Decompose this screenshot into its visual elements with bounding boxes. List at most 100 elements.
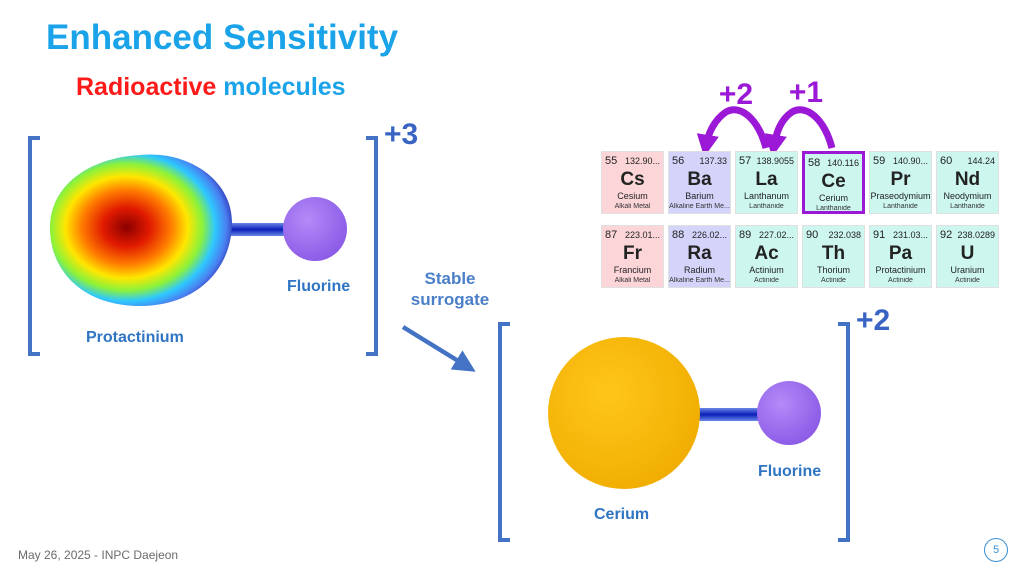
element-name: Protactinium	[875, 265, 926, 275]
element-group: Alkaline Earth Me...	[669, 277, 730, 284]
element-name: Uranium	[950, 265, 985, 275]
element-name: Cesium	[617, 191, 648, 201]
protactinium-atom	[50, 154, 232, 306]
element-mass: 138.9055	[756, 156, 794, 166]
element-sym: Ac	[754, 243, 779, 264]
element-num: 60	[940, 155, 953, 167]
fluorine-label-1: Fluorine	[287, 278, 351, 295]
element-group: Alkali Metal	[614, 203, 651, 210]
cerium-atom	[548, 337, 700, 489]
element-num: 57	[739, 155, 752, 167]
subtitle-radioactive: Radioactive	[76, 73, 217, 101]
stable-surrogate-label: Stable surrogate	[410, 269, 490, 309]
pa-charge: +3	[384, 118, 419, 151]
element-group: Alkaline Earth Me...	[669, 203, 730, 210]
bracket-right-ce	[838, 322, 850, 542]
fluorine-atom-1	[283, 197, 347, 261]
element-num: 90	[806, 229, 819, 241]
element-mass: 231.03...	[892, 230, 928, 240]
element-sym: Pa	[888, 243, 913, 264]
element-num: 88	[672, 229, 685, 241]
purple-arrow-right-label: +1	[789, 76, 823, 109]
element-mass: 144.24	[967, 156, 995, 166]
element-mass: 140.90...	[892, 156, 928, 166]
element-name: Barium	[685, 191, 714, 201]
element-group: Actinide	[754, 277, 779, 284]
element-name: Radium	[683, 265, 715, 275]
element-sym: Pr	[890, 169, 911, 190]
subtitle-molecules: molecules	[223, 73, 346, 101]
element-group: Alkali Metal	[614, 277, 651, 284]
element-mass: 227.02...	[758, 230, 794, 240]
element-name: Neodymium	[943, 191, 992, 201]
element-mass: 137.33	[699, 156, 727, 166]
fluorine-label-2: Fluorine	[758, 463, 822, 480]
bracket-right-pa	[366, 136, 378, 356]
element-name: Cerium	[818, 193, 848, 203]
element-num: 56	[672, 155, 685, 167]
element-num: 92	[940, 229, 953, 241]
element-sym: Th	[821, 243, 846, 264]
element-sym: Fr	[623, 243, 642, 264]
element-name: Thorium	[816, 265, 850, 275]
element-name: Lanthanum	[743, 191, 790, 201]
element-sym: U	[960, 243, 975, 264]
element-sym: Ra	[687, 243, 712, 264]
element-name: Actinium	[749, 265, 784, 275]
element-sym: Nd	[954, 169, 981, 190]
element-mass: 132.90...	[624, 156, 660, 166]
element-sym: La	[755, 169, 778, 190]
slide-title: Enhanced Sensitivity	[46, 18, 399, 57]
page-number: 5	[984, 538, 1008, 562]
element-group: Lanthanide	[950, 203, 985, 210]
protactinium-label: Protactinium	[86, 329, 184, 346]
element-group: Actinide	[888, 277, 913, 284]
element-num: 87	[605, 229, 618, 241]
element-num: 59	[873, 155, 886, 167]
element-group: Actinide	[955, 277, 980, 284]
ce-charge: +2	[856, 304, 891, 337]
surrogate-arrow	[401, 325, 476, 372]
element-name: Praseodymium	[870, 191, 931, 201]
footer-text: May 26, 2025 - INPC Daejeon	[18, 548, 179, 562]
element-group: Lanthanide	[816, 205, 851, 212]
fluorine-atom-2	[757, 381, 821, 445]
element-num: 55	[605, 155, 618, 167]
slide-subtitle: Radioactive molecules	[76, 73, 346, 102]
bracket-left-ce	[498, 322, 510, 542]
cerium-label: Cerium	[594, 506, 650, 523]
element-mass: 238.0289	[957, 230, 995, 240]
element-group: Lanthanide	[749, 203, 784, 210]
element-mass: 140.116	[827, 158, 859, 168]
bond-pa-f	[215, 223, 295, 236]
element-mass: 226.02...	[691, 230, 727, 240]
element-num: 91	[873, 229, 886, 241]
purple-arrow-right	[764, 106, 836, 158]
element-mass: 232.038	[828, 230, 861, 240]
element-mass: 223.01...	[624, 230, 660, 240]
purple-arrow-left	[696, 106, 770, 158]
element-sym: Cs	[620, 169, 645, 190]
element-name: Francium	[613, 265, 652, 275]
bracket-left-pa	[28, 136, 40, 356]
element-num: 58	[808, 157, 821, 169]
element-num: 89	[739, 229, 752, 241]
element-group: Actinide	[821, 277, 846, 284]
element-sym: Ce	[821, 171, 846, 192]
element-sym: Ba	[687, 169, 712, 190]
bond-ce-f	[690, 408, 770, 421]
